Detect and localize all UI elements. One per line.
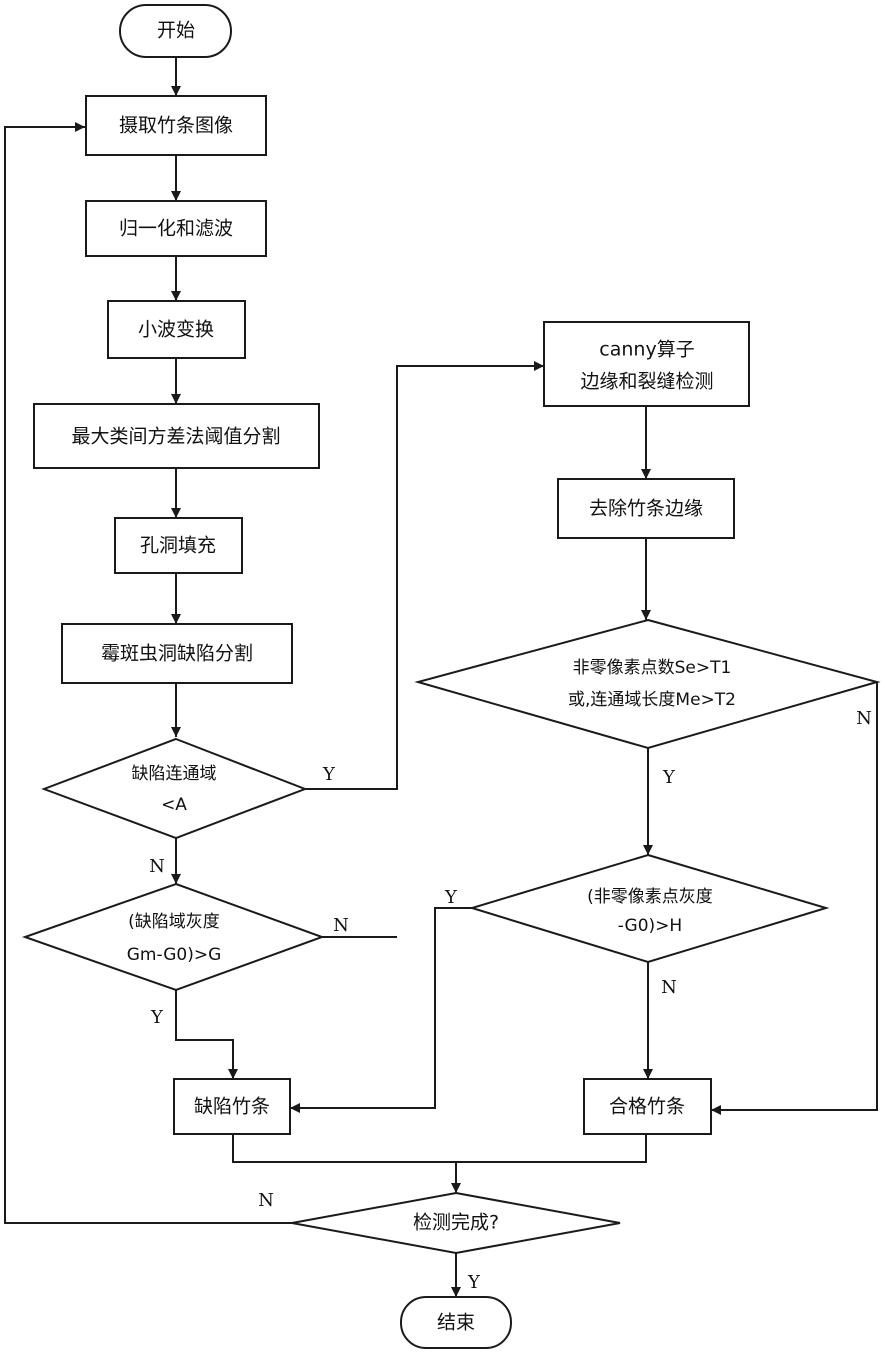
label-decision3-no: N [856,708,872,729]
label-decision5-no: N [258,1190,274,1211]
normalize-filter-box: 归一化和滤波 [86,201,266,256]
defect-bamboo-label: 缺陷竹条 [194,1096,270,1118]
decision-nonzero-gray: (非零像素点灰度 -G0)>H [472,855,826,962]
label-decision2-yes: Y [150,1007,164,1028]
remove-edge-label: 去除竹条边缘 [589,498,703,520]
decision-defect-gray-line2: Gm-G0)>G [127,945,222,965]
decision-defect-gray-line1: (缺陷域灰度 [128,912,220,932]
decision-defect-gray: (缺陷域灰度 Gm-G0)>G [25,884,322,990]
start-node: 开始 [120,5,231,57]
decision-detection-done-label: 检测完成? [413,1212,499,1234]
label-decision1-yes: Y [322,764,336,785]
otsu-threshold-label: 最大类间方差法阈值分割 [71,426,280,448]
decision-defect-area-line1: 缺陷连通域 [132,764,217,784]
decision-nonzero-count: 非零像素点数Se>T1 或,连通域长度Me>T2 [418,620,877,748]
end-node: 结束 [401,1297,511,1348]
otsu-threshold-box: 最大类间方差法阈值分割 [34,404,319,468]
end-label: 结束 [437,1312,475,1334]
hole-filling-box: 孔洞填充 [115,518,242,573]
arrow-decision2-yes-to-defect [176,990,233,1079]
label-decision2-no: N [333,915,349,936]
decision-nonzero-gray-line1: (非零像素点灰度 [587,887,713,907]
qualified-bamboo-label: 合格竹条 [609,1096,685,1118]
wavelet-label: 小波变换 [138,319,214,341]
remove-edge-box: 去除竹条边缘 [558,479,734,538]
label-decision4-yes: Y [444,887,458,908]
defect-segmentation-label: 霉斑虫洞缺陷分割 [101,643,253,665]
label-decision4-no: N [661,977,677,998]
label-decision3-yes: Y [662,767,676,788]
label-decision1-no: N [149,856,165,877]
decision-detection-done: 检测完成? [292,1193,620,1253]
decision-nonzero-gray-line2: -G0)>H [618,916,682,936]
decision-nonzero-count-line1: 非零像素点数Se>T1 [573,658,732,678]
capture-image-box: 摄取竹条图像 [86,96,266,155]
qualified-bamboo-box: 合格竹条 [584,1079,711,1134]
decision-nonzero-count-line2: 或,连通域长度Me>T2 [568,690,736,710]
start-label: 开始 [157,20,195,42]
label-decision5-yes: Y [467,1272,481,1293]
arrow-decision1-yes-to-canny [305,366,544,789]
defect-bamboo-box: 缺陷竹条 [174,1079,290,1134]
decision-defect-area-line2: <A [161,795,187,815]
normalize-filter-label: 归一化和滤波 [119,218,233,240]
canny-box: canny算子 边缘和裂缝检测 [544,322,749,406]
canny-label-line1: canny算子 [599,339,694,361]
capture-image-label: 摄取竹条图像 [119,115,233,137]
decision-defect-area: 缺陷连通域 <A [44,739,305,838]
canny-label-line2: 边缘和裂缝检测 [580,371,713,393]
defect-segmentation-box: 霉斑虫洞缺陷分割 [62,624,292,683]
hole-filling-label: 孔洞填充 [140,535,216,557]
merge-line-results [233,1134,646,1162]
wavelet-box: 小波变换 [108,301,245,358]
